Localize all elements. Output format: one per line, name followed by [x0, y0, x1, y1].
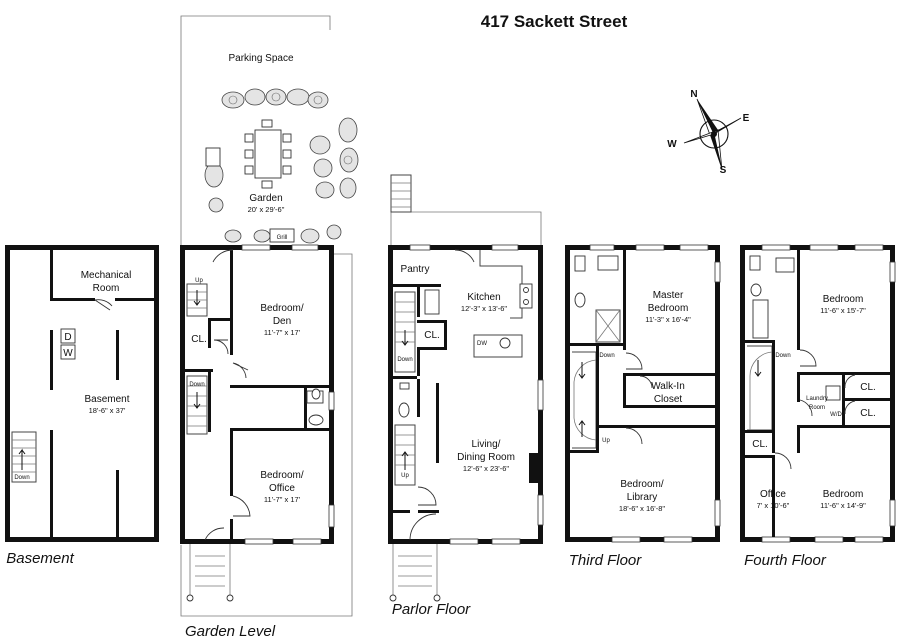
compass-east: E	[743, 113, 750, 124]
parlor-front-steps	[389, 544, 441, 602]
fourth-office-label: Office	[760, 489, 786, 500]
third-master-label-2: Bedroom	[648, 303, 689, 314]
washer-box	[60, 344, 76, 360]
fourth-bedroom-bottom-label: Bedroom	[823, 489, 864, 500]
third-floor-plan	[565, 244, 721, 543]
compass-north: N	[690, 89, 697, 100]
basement-washer-label: W	[63, 348, 73, 359]
fourth-bedroom-bottom-dims: 11'-6" x 14'-9"	[820, 501, 866, 510]
basement-room-dims: 18'-6" x 37'	[89, 406, 126, 415]
dryer-box	[60, 328, 76, 344]
third-library-label: Bedroom/	[620, 479, 664, 490]
floor-label-fourth: Fourth Floor	[744, 552, 827, 569]
garden-closet-label: CL.	[191, 334, 207, 345]
basement-stair	[11, 431, 37, 483]
third-master-label: Master	[653, 290, 684, 301]
floor-label-parlor: Parlor Floor	[392, 601, 471, 618]
plan-title: 417 Sackett Street	[481, 12, 628, 31]
third-stair-up-label: Up	[602, 438, 610, 444]
garden-bedroom-office-label: Bedroom/	[260, 470, 304, 481]
fourth-closet-c-label: CL.	[752, 439, 768, 450]
fourth-bedroom-top-dims: 11'-6" x 15'-7"	[820, 306, 866, 315]
parlor-living-label: Living/	[472, 439, 501, 450]
fourth-wd-label: W/D	[830, 412, 842, 418]
basement-stair-label: Down	[14, 475, 29, 481]
fourth-closet-a-label: CL.	[860, 382, 876, 393]
third-master-dims: 11'-3" x 16'-4"	[645, 315, 691, 324]
parlor-kitchen-label: Kitchen	[467, 292, 500, 303]
garden-stair-up	[186, 283, 208, 317]
garden-grill-label: Grill	[277, 235, 288, 241]
garden-level-plan	[180, 15, 359, 617]
parlor-living-dims: 12'-6" x 23'-6"	[463, 464, 509, 473]
garden-parking-label: Parking Space	[228, 53, 293, 64]
basement-mechanical-label: Mechanical	[81, 270, 132, 281]
fourth-floor-plan	[740, 244, 896, 543]
garden-garden-label: Garden	[249, 193, 282, 204]
garden-bushes-icon	[204, 88, 359, 244]
garden-stair-down	[186, 375, 208, 435]
third-walkin-label: Walk-In	[651, 381, 685, 392]
fourth-laundry-label-2: Room	[809, 405, 825, 411]
fourth-office-dims: 7' x 10'-6"	[757, 501, 790, 510]
parlor-rear-steps	[390, 174, 412, 213]
fourth-stair-down-label: Down	[775, 353, 790, 359]
basement-room-label: Basement	[84, 394, 129, 405]
fourth-bedroom-top-label: Bedroom	[823, 294, 864, 305]
floor-label-garden: Garden Level	[185, 623, 276, 640]
grill-box	[269, 228, 295, 243]
basement-mechanical-label-2: Room	[93, 283, 120, 294]
garden-bedroom-den-label-2: Den	[273, 316, 291, 327]
third-library-label-2: Library	[627, 492, 658, 503]
parlor-kitchen-dims: 12'-3" x 13'-6"	[461, 304, 507, 313]
parlor-dishwasher-label: DW	[477, 341, 487, 347]
floor-label-basement: Basement	[6, 550, 74, 567]
garden-stair-up-label: Up	[195, 278, 203, 284]
fourth-stair	[747, 345, 773, 431]
garden-bedroom-office-dims: 11'-7" x 17'	[264, 495, 301, 504]
basement-plan	[5, 245, 159, 542]
parlor-stair-up-label: Up	[401, 473, 409, 479]
fourth-closet-b-label: CL.	[860, 408, 876, 419]
third-stair-down-label: Down	[599, 353, 614, 359]
parlor-living-label-2: Dining Room	[457, 452, 515, 463]
parlor-closet-label: CL.	[424, 330, 440, 341]
fourth-laundry-label: Laundry	[806, 396, 828, 402]
parlor-stair-down-label: Down	[397, 357, 412, 363]
third-walkin-label-2: Closet	[654, 394, 683, 405]
garden-stair-down-label: Down	[189, 382, 204, 388]
third-library-dims: 18'-6" x 16'-8"	[619, 504, 665, 513]
garden-bedroom-den-dims: 11'-7" x 17'	[264, 328, 301, 337]
garden-entry-steps	[186, 544, 234, 602]
parlor-stair	[394, 291, 416, 486]
compass-west: W	[667, 139, 677, 150]
basement-dryer-label: D	[64, 332, 71, 343]
garden-bedroom-den-label: Bedroom/	[260, 303, 304, 314]
garden-bedroom-office-label-2: Office	[269, 483, 295, 494]
third-stair	[572, 351, 597, 449]
garden-table-icon	[244, 119, 292, 189]
compass-rose-icon	[683, 98, 742, 171]
garden-garden-dims: 20' x 29'-6"	[248, 205, 285, 214]
parlor-floor-plan	[388, 174, 544, 602]
compass-south: S	[720, 165, 727, 176]
parlor-pantry-label: Pantry	[401, 264, 430, 275]
floor-label-third: Third Floor	[569, 552, 643, 569]
